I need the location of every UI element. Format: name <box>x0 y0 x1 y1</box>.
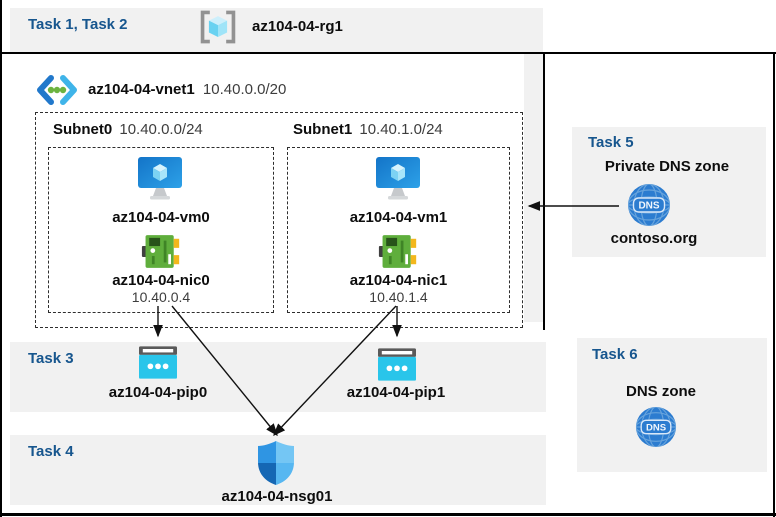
subnet1-box <box>287 147 510 313</box>
pip1-name: az104-04-pip1 <box>346 384 446 401</box>
vnet-title: az104-04-vnet1 10.40.0.0/20 <box>88 81 286 98</box>
private-dns-zone-name: contoso.org <box>610 230 698 247</box>
frame-top-border <box>0 52 776 54</box>
pip1-icon <box>378 348 416 381</box>
vm0-name: az104-04-vm0 <box>112 209 210 226</box>
private-dns-icon: DNS <box>627 183 671 227</box>
task-6-label: Task 6 <box>592 346 638 363</box>
subnet0-cidr: 10.40.0.0/24 <box>119 121 203 138</box>
vnet-name: az104-04-vnet1 <box>88 81 195 98</box>
task-1-2-label: Task 1, Task 2 <box>28 16 128 33</box>
vm1-name: az104-04-vm1 <box>349 209 448 226</box>
frame-right-border <box>773 52 775 517</box>
vnet-cidr: 10.40.0.0/20 <box>202 81 287 98</box>
nic0-icon <box>141 233 181 270</box>
dns-zone-icon: DNS <box>635 406 677 448</box>
task-3-label: Task 3 <box>28 350 74 367</box>
subnet1-label: Subnet1 10.40.1.0/24 <box>293 121 443 138</box>
resource-group-icon <box>198 9 238 45</box>
nic1-icon <box>378 233 418 270</box>
subnet0-box <box>48 147 274 313</box>
nic1-ip: 10.40.1.4 <box>369 289 428 305</box>
vm1-icon <box>374 155 422 202</box>
subnet1-cidr: 10.40.1.0/24 <box>359 121 443 138</box>
panel-task-5 <box>572 127 766 257</box>
pip0-icon <box>139 346 177 379</box>
nsg-icon <box>255 440 297 486</box>
vm0-icon <box>136 155 184 202</box>
frame-left-border <box>0 0 2 517</box>
task-4-label: Task 4 <box>28 443 74 460</box>
private-dns-heading: Private DNS zone <box>604 158 730 175</box>
nic0-ip: 10.40.0.4 <box>131 289 191 305</box>
panel-task-6 <box>577 338 767 472</box>
panel-task-1-2 <box>10 8 543 52</box>
frame-bottom-border <box>0 513 776 516</box>
panel-right-strip <box>524 54 543 322</box>
nsg-name: az104-04-nsg01 <box>221 488 333 505</box>
private-dns-icon-label: DNS <box>638 201 659 212</box>
dns-zone-heading: DNS zone <box>625 383 696 400</box>
vnet-icon <box>34 74 80 106</box>
pip0-name: az104-04-pip0 <box>108 384 208 401</box>
frame-divider-line <box>543 52 545 330</box>
subnet1-name: Subnet1 <box>293 121 353 138</box>
nic1-name: az104-04-nic1 <box>349 272 448 289</box>
subnet0-label: Subnet0 10.40.0.0/24 <box>53 121 203 138</box>
nic0-name: az104-04-nic0 <box>112 272 210 289</box>
resource-group-name: az104-04-rg1 <box>252 18 343 35</box>
subnet0-name: Subnet0 <box>53 121 113 138</box>
task-5-label: Task 5 <box>588 134 634 151</box>
panel-task-3 <box>10 342 546 412</box>
dns-zone-icon-label: DNS <box>646 422 666 433</box>
